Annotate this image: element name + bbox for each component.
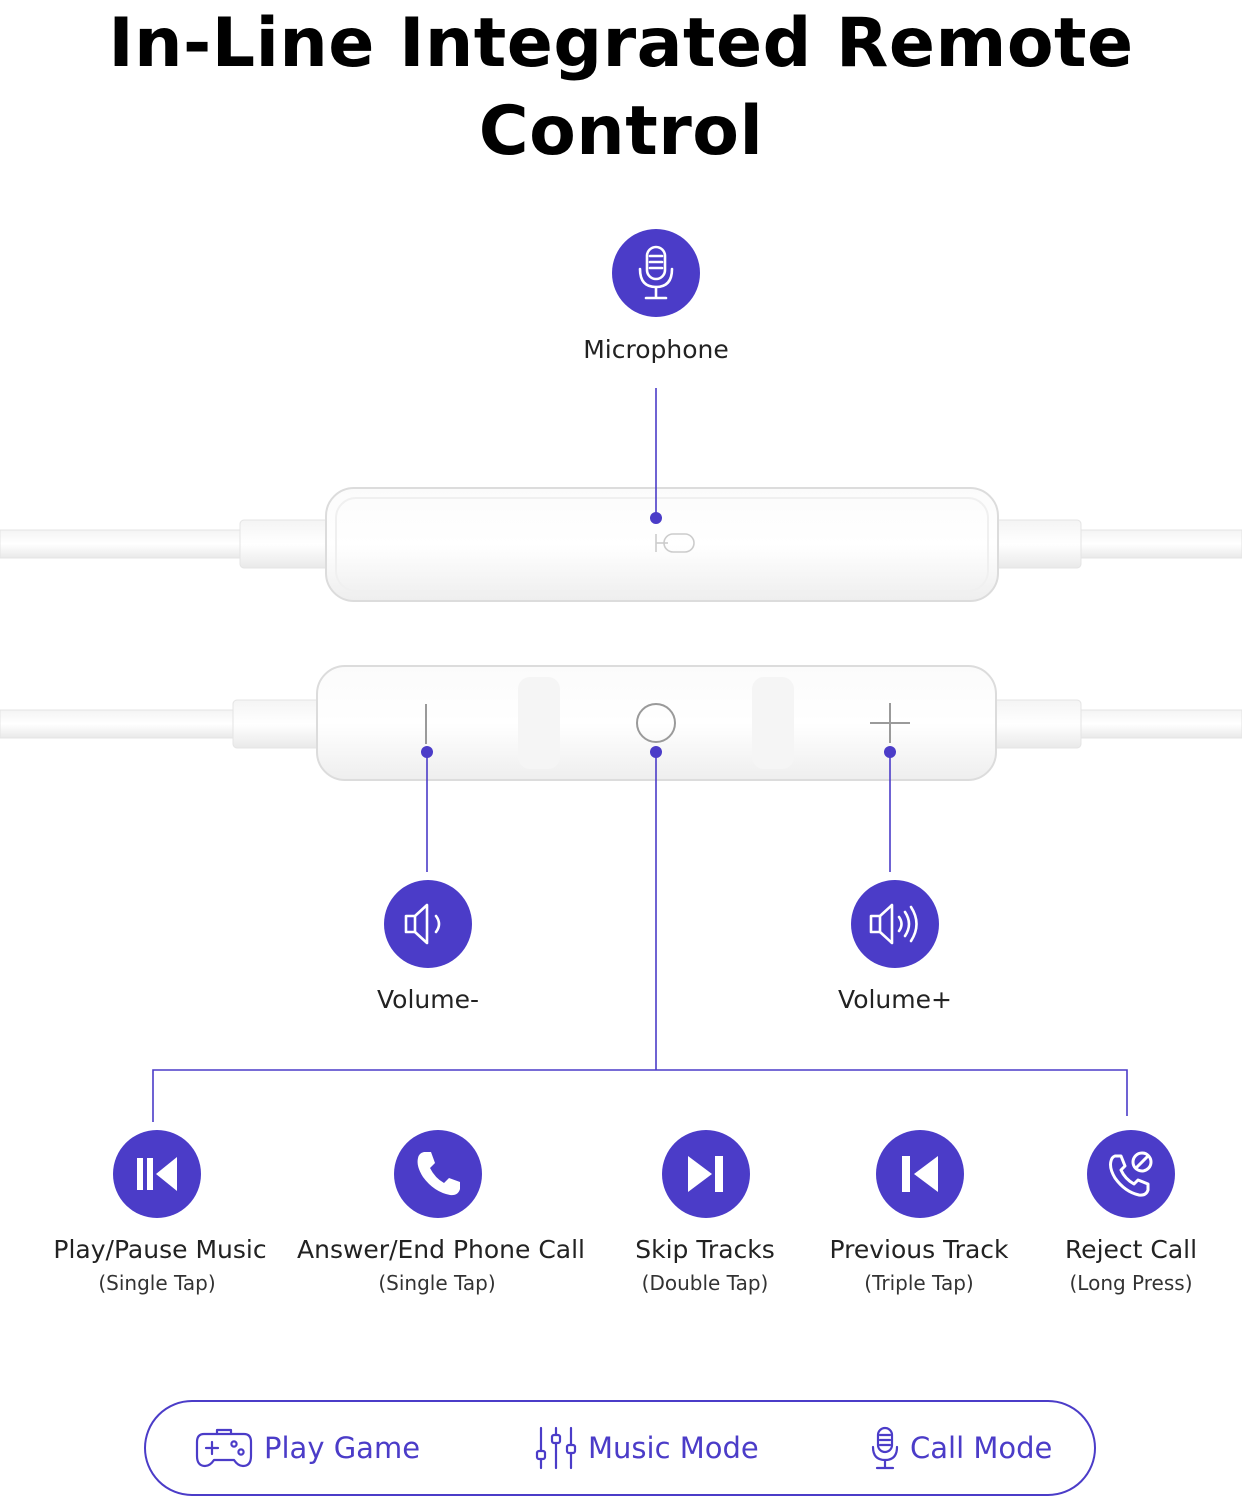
function-label-reject-call: Reject Call [1064,1235,1198,1264]
function-sub-answer-call: (Single Tap) [378,1271,496,1295]
connector-lines [152,388,1128,1122]
mode-label-play-game: Play Game [264,1431,421,1465]
microphone-icon [612,229,700,317]
phone-icon [394,1130,482,1218]
call-mode-microphone-icon [871,1426,899,1470]
cable-left-bottom [0,709,241,739]
volume-down-icon [384,880,472,968]
function-sub-previous-track: (Triple Tap) [864,1271,974,1295]
volume-down-label: Volume- [376,985,480,1014]
equalizer-icon [535,1426,577,1470]
center-dot [650,746,662,758]
function-label-answer-call: Answer/End Phone Call [296,1235,586,1264]
play-pause-icon [113,1130,201,1218]
button-divider-left [518,677,560,769]
function-label-previous-track: Previous Track [829,1235,1009,1264]
cable-collar-left-bottom [232,699,326,749]
remote-top-inner [335,497,989,592]
center-button-mark [636,703,676,743]
mic-hole-icon [655,533,695,553]
volume-down-dot [421,746,433,758]
function-bracket [152,1069,1128,1122]
volume-up-icon [851,880,939,968]
cable-right-bottom [1079,709,1242,739]
gamepad-icon [195,1428,253,1468]
remote-top-body [325,487,999,602]
function-sub-skip-tracks: (Double Tap) [641,1271,769,1295]
function-label-play-pause: Play/Pause Music [53,1235,267,1264]
mode-play-game: Play Game [194,1402,420,1494]
function-sub-play-pause: (Single Tap) [98,1271,216,1295]
remote-top [0,487,1242,602]
skip-forward-icon [662,1130,750,1218]
button-divider-right [752,677,794,769]
cable-left-top [0,529,246,559]
cable-collar-right-bottom [992,699,1082,749]
skip-back-icon [876,1130,964,1218]
mode-label-call: Call Mode [910,1431,1053,1465]
microphone-label: Microphone [583,335,729,364]
volume-up-label: Volume+ [838,985,952,1014]
volume-up-dot [884,746,896,758]
reject-call-icon [1087,1130,1175,1218]
mic-dot [650,512,662,524]
cable-right-top [1079,529,1242,559]
mode-label-music: Music Mode [588,1431,759,1465]
function-sub-reject-call: (Long Press) [1069,1271,1193,1295]
function-label-skip-tracks: Skip Tracks [635,1235,775,1264]
remote-diagram [0,388,1242,1122]
title-line-2: Control [478,92,764,171]
cable-collar-right-top [994,519,1082,569]
mode-bar: Play Game Music Mode Call Mode [144,1400,1096,1496]
cable-collar-left-top [239,519,333,569]
mode-music: Music Mode [534,1402,759,1494]
page-title: In-Line Integrated Remote Control [0,0,1242,176]
remote-bottom [0,665,1242,781]
connector-dots [421,512,896,758]
mode-call: Call Mode [870,1402,1052,1494]
title-line-1: In-Line Integrated Remote [108,4,1134,83]
